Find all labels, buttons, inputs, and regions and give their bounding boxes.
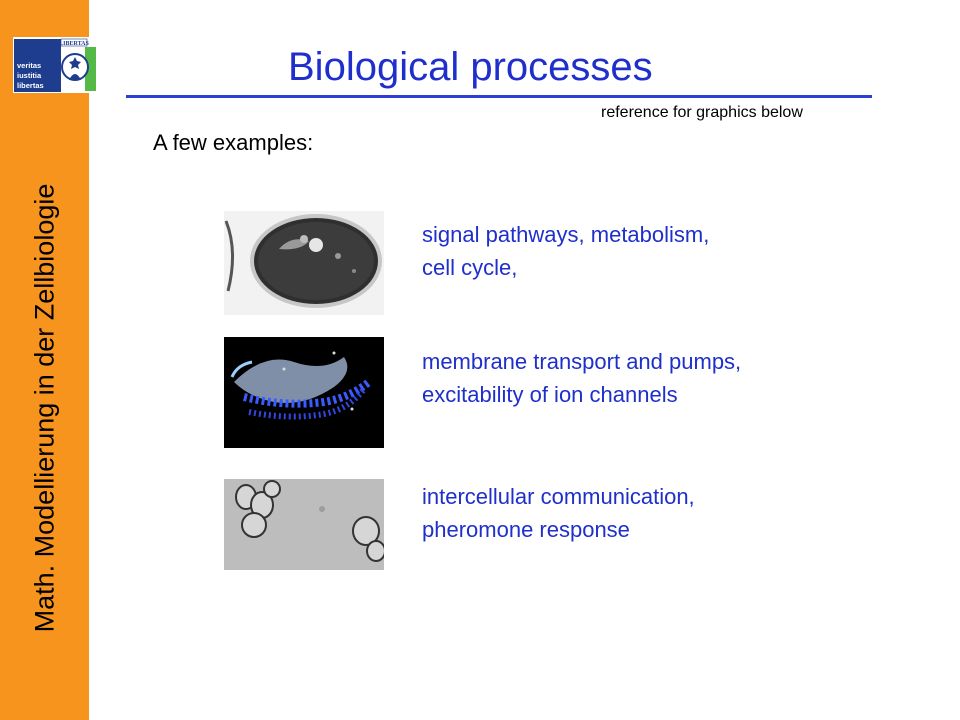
- logo-line-3: libertas: [17, 81, 44, 90]
- example-line: pheromone response: [422, 517, 630, 542]
- example-line: membrane transport and pumps,: [422, 349, 742, 374]
- membrane-3d-model-image: [224, 337, 384, 448]
- logo-banner: [60, 38, 88, 47]
- logo-line-1: veritas: [17, 61, 41, 70]
- example-line: signal pathways, metabolism,: [422, 222, 710, 247]
- slide-title: Biological processes: [288, 45, 653, 89]
- logo-figure: [69, 74, 81, 80]
- example-line: cell cycle,: [422, 255, 518, 280]
- reference-link[interactable]: reference for graphics below: [601, 104, 803, 121]
- title-divider: [126, 95, 872, 98]
- logo-banner-text: LIBERTAS: [59, 41, 89, 47]
- cell-micrograph-image: [224, 211, 384, 315]
- logo-line-2: iustitia: [17, 71, 42, 80]
- yeast-cells-micrograph-image: [224, 479, 384, 570]
- sidebar: Math. Modellierung in der Zellbiologie: [0, 0, 89, 720]
- example-text-2: membrane transport and pumps, excitabili…: [422, 345, 741, 411]
- example-text-3: intercellular communication, pheromone r…: [422, 480, 695, 546]
- logo-star: [69, 57, 81, 69]
- university-seal-icon: LIBERTAS veritas iustitia libertas: [13, 37, 97, 93]
- logo-green-band: [85, 47, 96, 91]
- example-line: intercellular communication,: [422, 484, 695, 509]
- example-line: excitability of ion channels: [422, 382, 678, 407]
- intro-text: A few examples:: [153, 130, 314, 155]
- sidebar-vertical-title: Math. Modellierung in der Zellbiologie: [29, 183, 59, 633]
- example-text-1: signal pathways, metabolism, cell cycle,: [422, 218, 709, 284]
- logo-crest: [14, 39, 61, 92]
